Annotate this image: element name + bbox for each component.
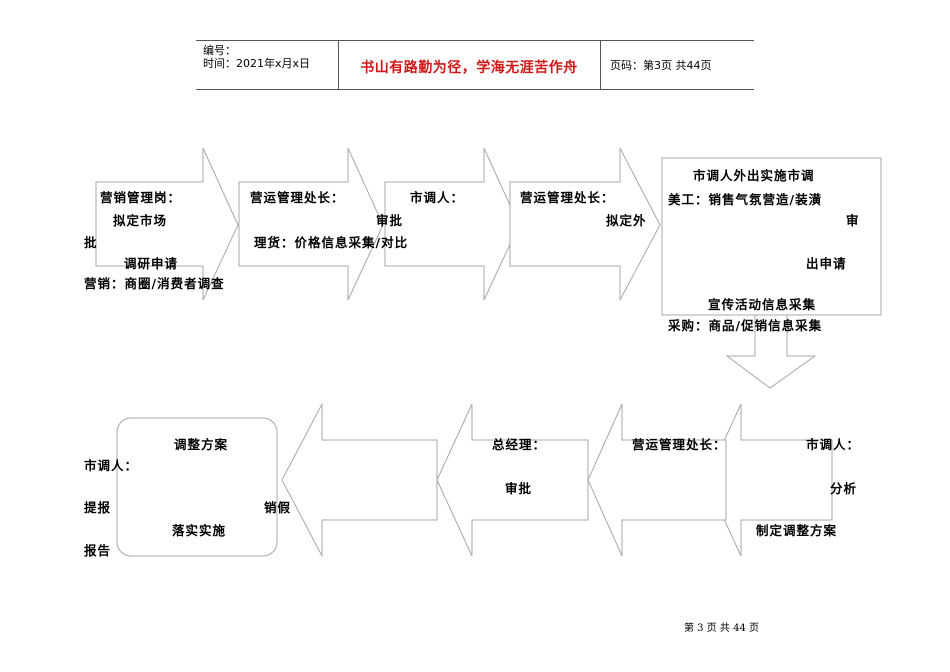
r5-line3: 提报 bbox=[84, 500, 112, 515]
b1-line2: 拟定市场 bbox=[113, 213, 168, 228]
r1-line2: 分析 bbox=[830, 481, 858, 496]
b5-line3: 审 bbox=[846, 213, 860, 228]
r1-line3: 制定调整方案 bbox=[756, 523, 838, 538]
arrow-left-3 bbox=[436, 403, 589, 557]
b5-line4: 出申请 bbox=[806, 256, 847, 271]
r3-line2: 审批 bbox=[505, 481, 533, 496]
arrow-down bbox=[725, 314, 817, 389]
header-divider bbox=[600, 41, 601, 89]
b5-line1: 市调人外出实施市调 bbox=[693, 168, 815, 183]
box-field-survey bbox=[661, 157, 882, 316]
header-number-label: 编号： bbox=[203, 44, 236, 57]
r5-line5: 落实实施 bbox=[172, 523, 227, 538]
b5-line2: 美工：销售气氛营造/装潢 bbox=[668, 192, 823, 207]
header-time-label: 时间：2021年x月x日 bbox=[203, 57, 311, 70]
r1-line1: 市调人： bbox=[806, 437, 861, 452]
b4-line2: 拟定外 bbox=[606, 213, 647, 228]
r5-line1: 调整方案 bbox=[174, 437, 229, 452]
arrow-right-1 bbox=[95, 147, 239, 301]
b2-line2: 审批 bbox=[376, 213, 404, 228]
r5-line6: 报告 bbox=[84, 543, 112, 558]
b1-line1: 营销管理岗： bbox=[100, 190, 182, 205]
box-adjustment-plan bbox=[116, 417, 278, 557]
arrow-right-4 bbox=[509, 147, 661, 301]
b1-line5: 营销：商圈/消费者调查 bbox=[84, 276, 225, 291]
b5-line5: 宣传活动信息采集 bbox=[708, 297, 817, 312]
b4-line1: 营运管理处长： bbox=[520, 190, 615, 205]
r5-line2: 市调人： bbox=[84, 458, 139, 473]
arrow-left-2 bbox=[587, 403, 727, 557]
b3-line1: 市调人： bbox=[410, 190, 465, 205]
arrow-right-3 bbox=[384, 147, 520, 301]
header-table bbox=[196, 40, 754, 90]
b2-line1: 营运管理处长： bbox=[250, 190, 345, 205]
arrow-left-4 bbox=[281, 403, 438, 557]
header-divider bbox=[338, 41, 339, 89]
r3-line1: 总经理： bbox=[492, 437, 547, 452]
footer-page-number: 第 3 页 共 44 页 bbox=[684, 623, 759, 634]
r5-line4: 销假 bbox=[264, 500, 292, 515]
header-page-code: 页码：第3页 共44页 bbox=[610, 59, 712, 72]
b1-line4: 调研申请 bbox=[124, 256, 179, 271]
b2-line3: 理货：价格信息采集/对比 bbox=[254, 235, 409, 250]
arrow-right-2 bbox=[238, 147, 384, 301]
header-motto: 书山有路勤为径，学海无涯苦作舟 bbox=[360, 60, 578, 76]
r2-line1: 营运管理处长： bbox=[632, 437, 727, 452]
b5-line6: 采购：商品/促销信息采集 bbox=[668, 318, 823, 333]
b1-line3: 批 bbox=[84, 235, 98, 250]
